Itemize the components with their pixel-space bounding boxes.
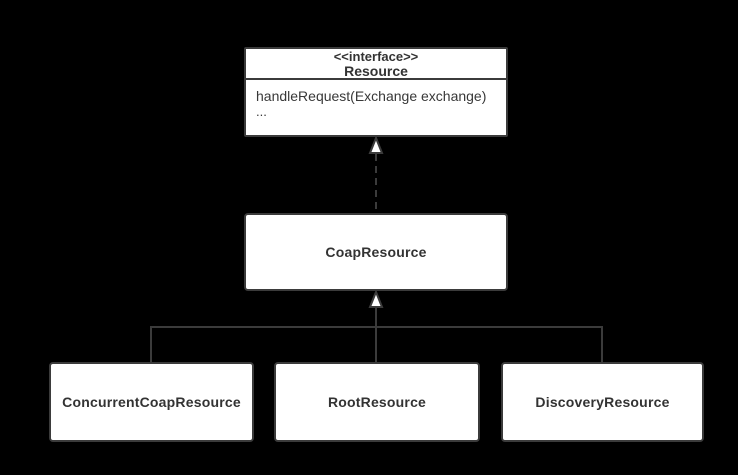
interface-stereotype-label: <<interface>> [333, 49, 419, 64]
class-name-label: ConcurrentCoapResource [62, 394, 241, 410]
hollow-triangle-arrowhead [368, 289, 384, 308]
generalization-connector[interactable] [150, 289, 603, 362]
interface-title-compartment: <<interface>> Resource [246, 49, 506, 80]
method-label: handleRequest(Exchange exchange) [256, 88, 487, 104]
class-box-discoveryresource[interactable]: DiscoveryResource [501, 362, 704, 442]
class-name-label: RootResource [327, 394, 427, 410]
hollow-triangle-arrowhead [368, 135, 384, 154]
class-name-label: DiscoveryResource [535, 394, 670, 410]
class-box-coapresource[interactable]: CoapResource [244, 213, 508, 291]
class-name-label: CoapResource [325, 244, 427, 260]
class-box-concurrentcoapresource[interactable]: ConcurrentCoapResource [49, 362, 254, 442]
class-box-resource[interactable]: <<interface>> Resource handleRequest(Exc… [244, 47, 508, 137]
interface-members-compartment: handleRequest(Exchange exchange) ... [246, 80, 506, 119]
realization-connector[interactable] [368, 135, 384, 213]
ellipsis-label: ... [256, 104, 267, 119]
interface-name-label: Resource [344, 63, 408, 79]
class-box-rootresource[interactable]: RootResource [274, 362, 480, 442]
